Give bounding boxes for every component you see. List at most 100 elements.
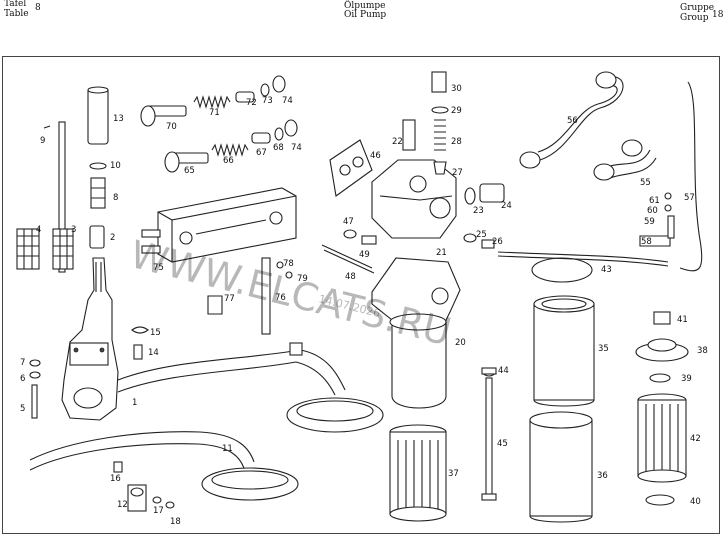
- part-label-p24: 24: [501, 201, 512, 211]
- part-spring-66: [211, 143, 249, 157]
- part-label-p21: 21: [436, 248, 447, 258]
- part-gasket-46: [329, 139, 373, 197]
- part-bracket-77: [207, 295, 223, 315]
- part-label-p40: 40: [690, 497, 701, 507]
- part-label-p73: 73: [262, 96, 273, 106]
- part-valve-72-73-74: [235, 75, 286, 103]
- part-valve-bolt-65: [164, 151, 209, 173]
- header-left-number: 8: [35, 3, 41, 13]
- part-suction-pipe-11: [29, 431, 299, 501]
- part-strap-76: [261, 257, 271, 335]
- part-label-p14: 14: [148, 348, 159, 358]
- part-label-p17: 17: [153, 506, 164, 516]
- part-label-p39: 39: [681, 374, 692, 384]
- part-label-p35: 35: [598, 344, 609, 354]
- part-label-p10: 10: [110, 161, 121, 171]
- part-long-bolt-45: [481, 367, 497, 501]
- part-label-p72: 72: [246, 98, 257, 108]
- part-housing-35: [533, 295, 595, 407]
- part-label-p58: 58: [641, 237, 652, 247]
- part-valve-67-68-74: [251, 119, 298, 144]
- part-label-p2: 2: [110, 233, 115, 243]
- part-label-p12: 12: [117, 500, 128, 510]
- part-bolt-16: [113, 461, 123, 473]
- part-bolt-30: [431, 71, 447, 93]
- part-valve-bolt-70: [140, 105, 187, 127]
- part-label-p27: 27: [452, 168, 463, 178]
- part-label-p20: 20: [455, 338, 466, 348]
- part-bolt-14: [133, 344, 143, 360]
- part-label-p9: 9: [40, 136, 45, 146]
- part-pipe-line-26: [497, 251, 669, 267]
- part-washers-47-49-25-26: [343, 229, 495, 249]
- part-pump-housing-1: [61, 257, 119, 421]
- part-filter-head-21: [371, 159, 457, 239]
- part-nut-8: [90, 177, 106, 209]
- part-label-p5: 5: [20, 404, 25, 414]
- part-label-p18: 18: [170, 517, 181, 527]
- part-washers-60-61: [664, 192, 672, 212]
- header-right-line1: Gruppe: [680, 3, 715, 13]
- part-label-p26: 26: [492, 237, 503, 247]
- part-label-p78: 78: [283, 259, 294, 269]
- part-label-p38: 38: [697, 346, 708, 356]
- part-bolt-48: [321, 244, 375, 274]
- part-label-p47: 47: [343, 217, 354, 227]
- part-nut-41: [653, 311, 671, 325]
- part-label-p16: 16: [110, 474, 121, 484]
- part-label-p67: 67: [256, 148, 267, 158]
- part-label-p13: 13: [113, 114, 124, 124]
- part-label-p29: 29: [451, 106, 462, 116]
- header-right-line2: Group: [680, 13, 709, 23]
- part-label-p4: 4: [36, 225, 41, 235]
- part-screw-5: [31, 384, 38, 419]
- part-spring-28: [434, 119, 446, 151]
- part-cap-38: [635, 338, 689, 362]
- part-label-p6: 6: [20, 374, 25, 384]
- part-label-p55: 55: [640, 178, 651, 188]
- part-gear-3: [52, 228, 74, 270]
- part-drive-shaft: [43, 121, 66, 273]
- part-label-p59: 59: [644, 217, 655, 227]
- part-housing-36: [529, 411, 593, 523]
- part-label-p57: 57: [684, 193, 695, 203]
- part-label-p79: 79: [297, 274, 308, 284]
- part-label-p43: 43: [601, 265, 612, 275]
- part-label-p76: 76: [275, 293, 286, 303]
- part-label-p25: 25: [476, 230, 487, 240]
- part-label-p75: 75: [153, 263, 164, 273]
- part-seal-ring-43: [531, 257, 593, 283]
- part-label-p74b: 74: [291, 143, 302, 153]
- part-ring-39: [649, 373, 671, 383]
- part-washers-6-7: [29, 359, 41, 379]
- part-label-p49: 49: [359, 250, 370, 260]
- part-union-23-24: [464, 183, 505, 205]
- part-valve-27: [433, 161, 447, 175]
- part-gear-4: [16, 228, 40, 270]
- part-label-p1: 1: [132, 398, 137, 408]
- header-right-number: 18: [712, 10, 724, 20]
- part-label-p3: 3: [71, 225, 76, 235]
- part-ring-40: [645, 494, 675, 506]
- part-label-p7: 7: [20, 358, 25, 368]
- diagram-frame: [2, 56, 720, 534]
- part-bracket-58-59: [639, 215, 675, 247]
- part-label-p30: 30: [451, 84, 462, 94]
- part-pipe-56: [519, 71, 624, 169]
- part-valve-block-75: [141, 187, 297, 263]
- part-label-p22: 22: [392, 137, 403, 147]
- header-title-de: Ölpumpe: [344, 1, 386, 11]
- part-label-p8: 8: [113, 193, 118, 203]
- part-spring-71: [193, 95, 231, 109]
- part-filter-element-37: [389, 424, 447, 522]
- part-label-p44: 44: [498, 366, 509, 376]
- part-pipe-55: [593, 139, 657, 181]
- part-label-p41: 41: [677, 315, 688, 325]
- part-label-p60: 60: [647, 206, 658, 216]
- part-filter-element-42: [637, 393, 687, 483]
- part-label-p37: 37: [448, 469, 459, 479]
- part-label-p71: 71: [209, 108, 220, 118]
- part-label-p48: 48: [345, 272, 356, 282]
